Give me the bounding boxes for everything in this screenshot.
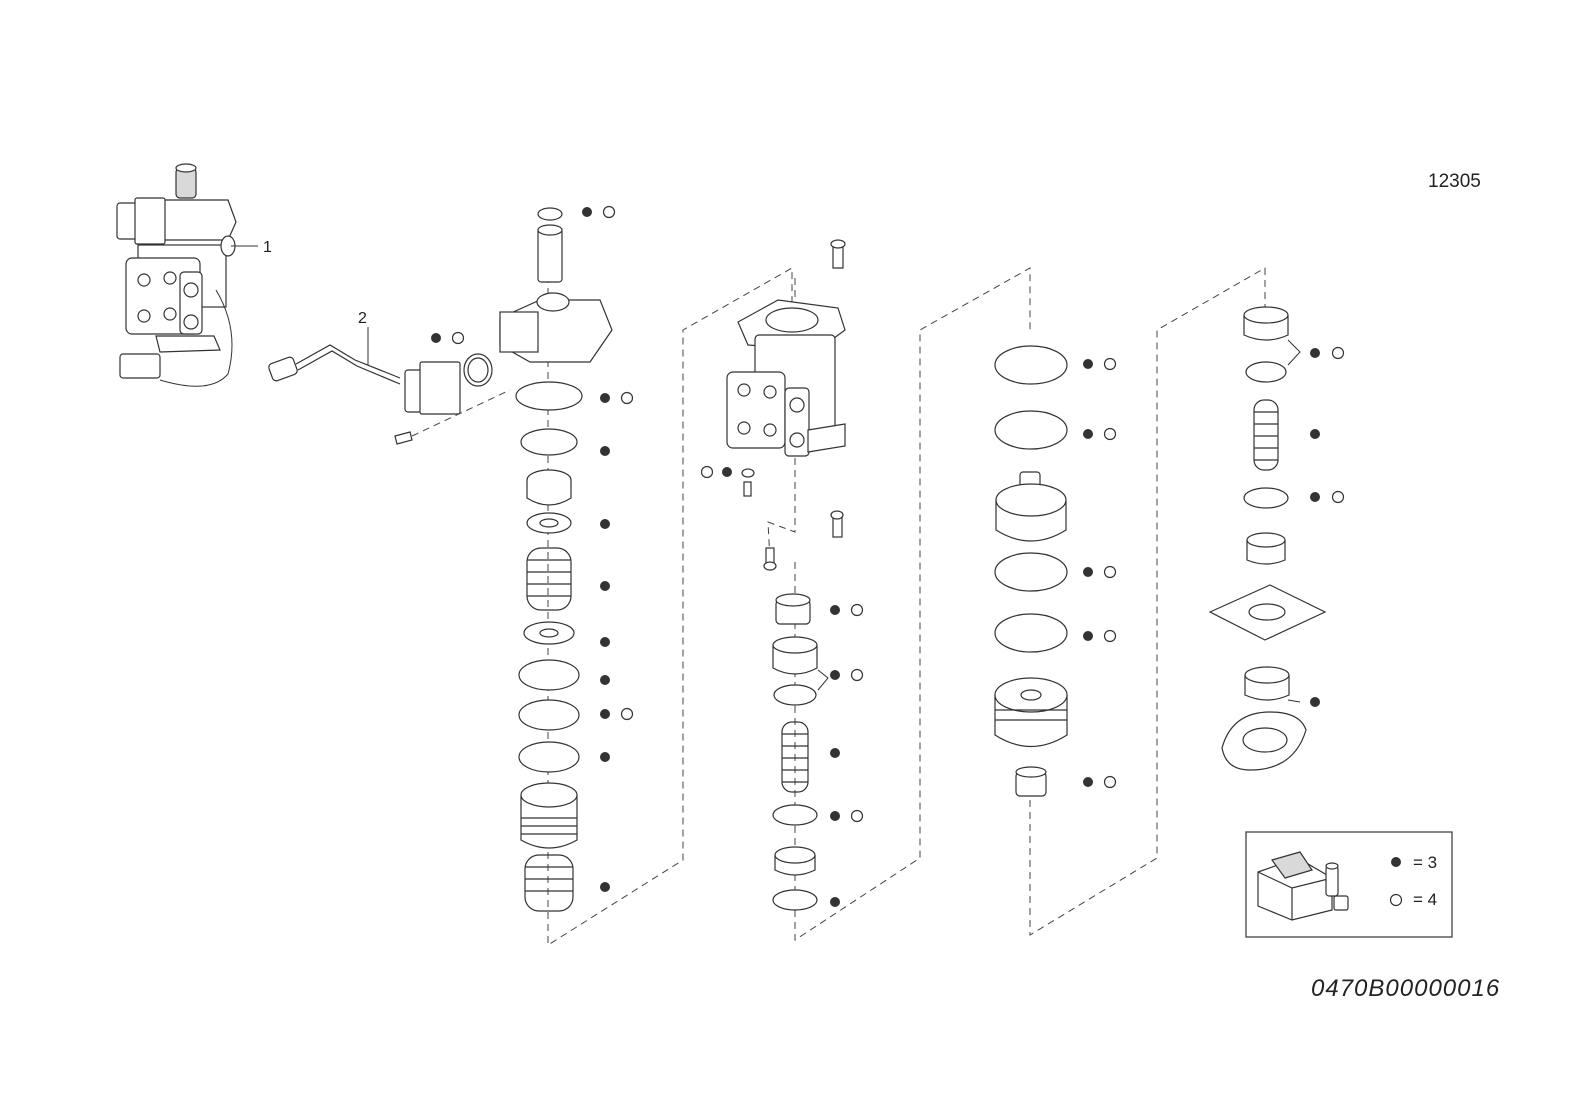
column-c-parts <box>994 267 1266 936</box>
legend-open-value: = 4 <box>1413 890 1437 909</box>
column-d-parts <box>1208 306 1327 771</box>
repair-kit-box-icon <box>1257 851 1349 921</box>
kit-legend: = 3 = 4 <box>1245 831 1453 938</box>
open-marker-icon <box>1389 893 1403 907</box>
figure-code: 12305 <box>1428 171 1481 192</box>
kit-markers <box>431 205 1345 907</box>
callout-1: 1 <box>263 239 272 256</box>
filled-marker-icon <box>1391 857 1401 867</box>
complete-valve-assembly: 1 <box>116 163 272 387</box>
column-a-parts <box>499 207 793 946</box>
column-b-parts <box>726 239 1031 941</box>
cable-solenoid-assembly: 2 <box>268 310 511 445</box>
document-number: 0470B00000016 <box>1311 975 1500 1002</box>
legend-filled-value: = 3 <box>1413 853 1437 872</box>
callout-2: 2 <box>358 310 367 327</box>
